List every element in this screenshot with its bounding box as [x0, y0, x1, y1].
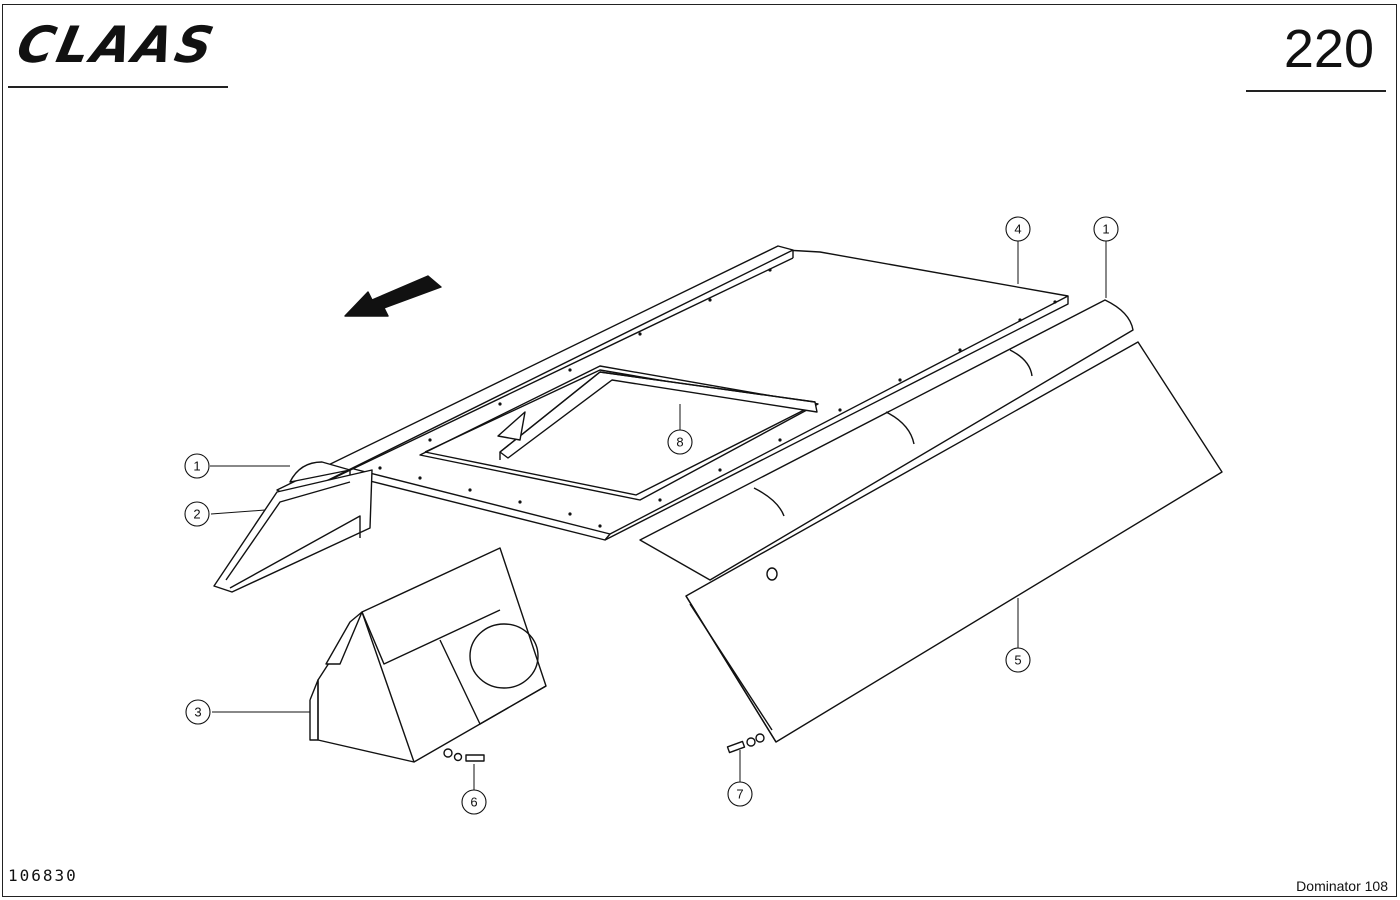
callout-1-right: 1: [1102, 222, 1109, 237]
bracket-plate: [213, 469, 373, 593]
window-frame: [497, 371, 818, 460]
callout-1-left: 1: [193, 459, 200, 474]
callout-2: 2: [193, 507, 200, 522]
callout-7: 7: [736, 787, 743, 802]
curved-trim: [639, 299, 1134, 581]
drawing-number: 106830: [8, 866, 78, 885]
fastener-7: [726, 733, 765, 754]
trim-rail: [276, 245, 794, 499]
callout-8: 8: [676, 435, 683, 450]
logo-underline: [8, 86, 228, 88]
leader-lines: [210, 241, 1107, 790]
callout-5: 5: [1014, 653, 1021, 668]
model-name: Dominator 108: [1296, 878, 1388, 894]
page-number-underline: [1246, 90, 1386, 92]
side-panel: [685, 341, 1223, 743]
fastener-6: [443, 748, 485, 762]
hopper-chute: [309, 547, 547, 763]
callout-6: 6: [470, 795, 477, 810]
callout-3: 3: [194, 705, 201, 720]
roof-panel-bolts: [378, 268, 1057, 528]
callout-4: 4: [1014, 222, 1021, 237]
direction-arrow-icon: [344, 275, 442, 317]
callout-circles: [184, 216, 1119, 815]
page-frame: [2, 4, 1397, 897]
page-number: 220: [1283, 19, 1374, 79]
